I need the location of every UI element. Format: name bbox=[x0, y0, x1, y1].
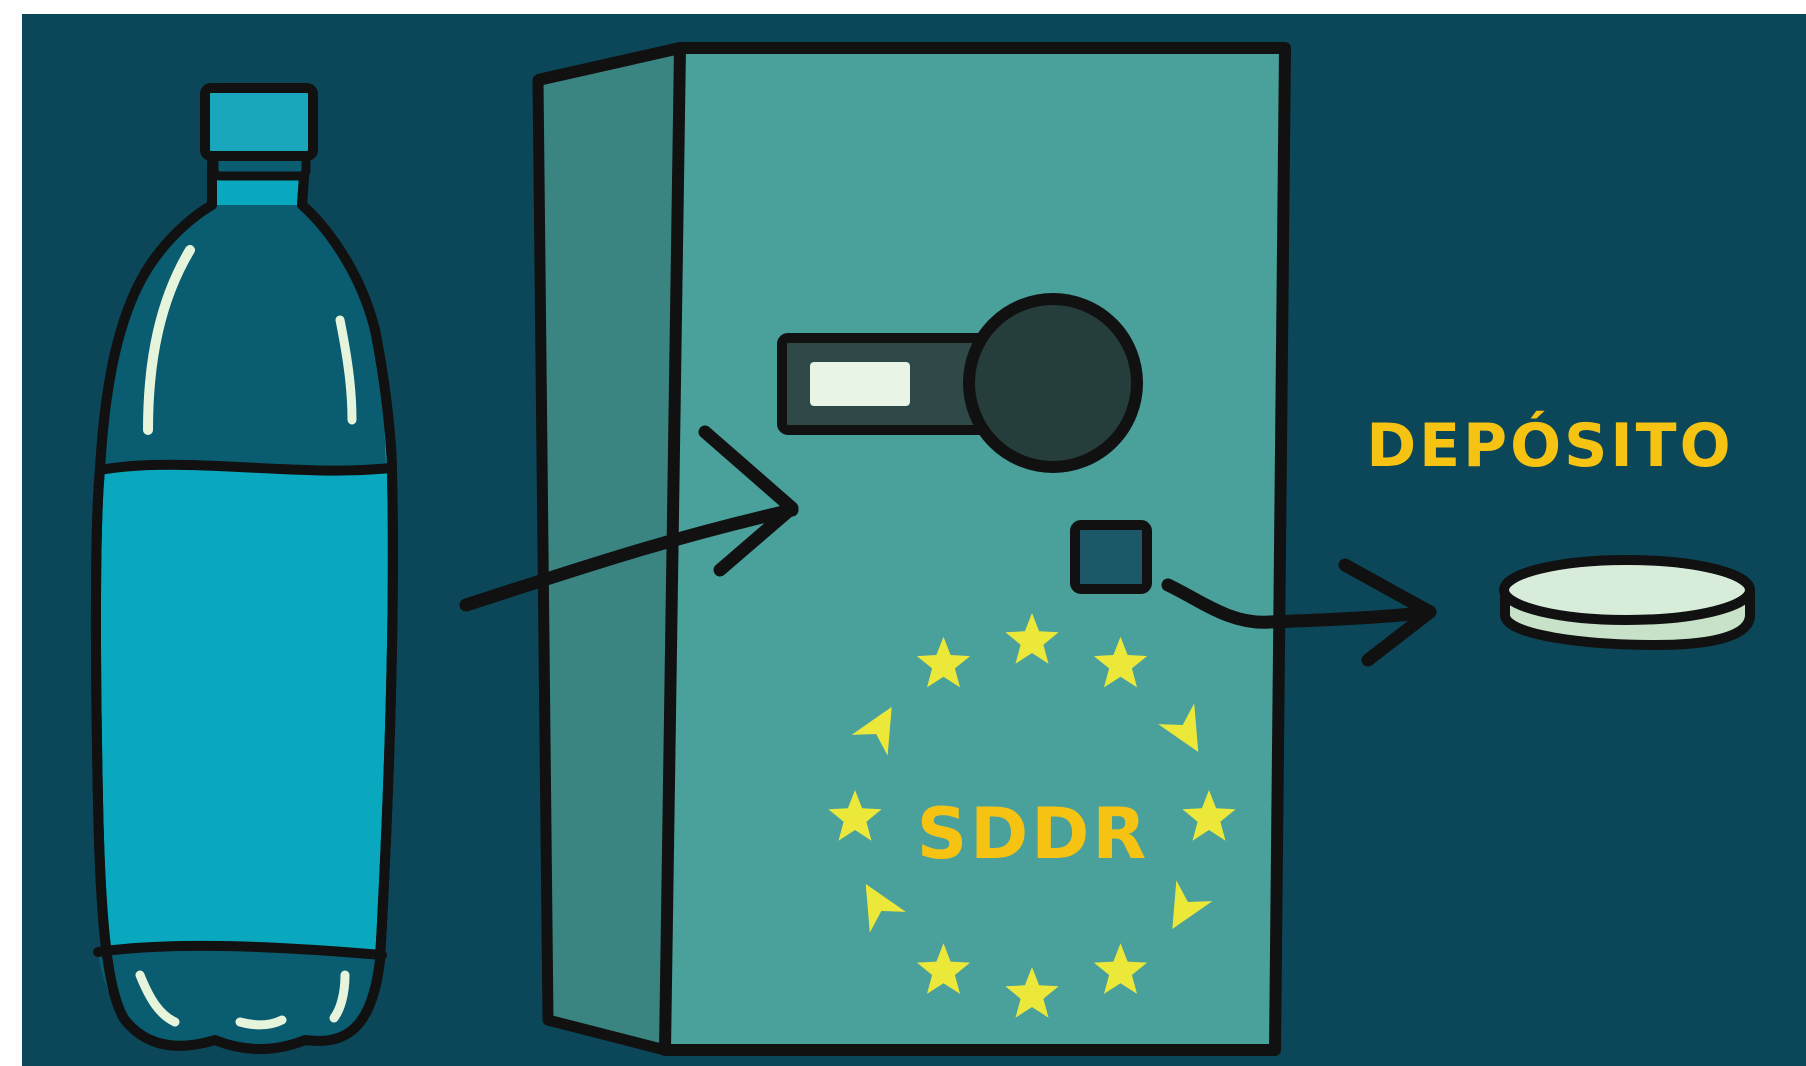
sddr-label: SDDR bbox=[917, 793, 1150, 875]
round-window bbox=[969, 299, 1137, 467]
machine-button bbox=[1075, 525, 1147, 589]
machine-front bbox=[665, 48, 1285, 1050]
slot-light bbox=[810, 362, 910, 406]
bottle-cap bbox=[205, 88, 313, 156]
coin-icon bbox=[1504, 560, 1750, 645]
deposit-label: DEPÓSITO bbox=[1366, 410, 1733, 481]
